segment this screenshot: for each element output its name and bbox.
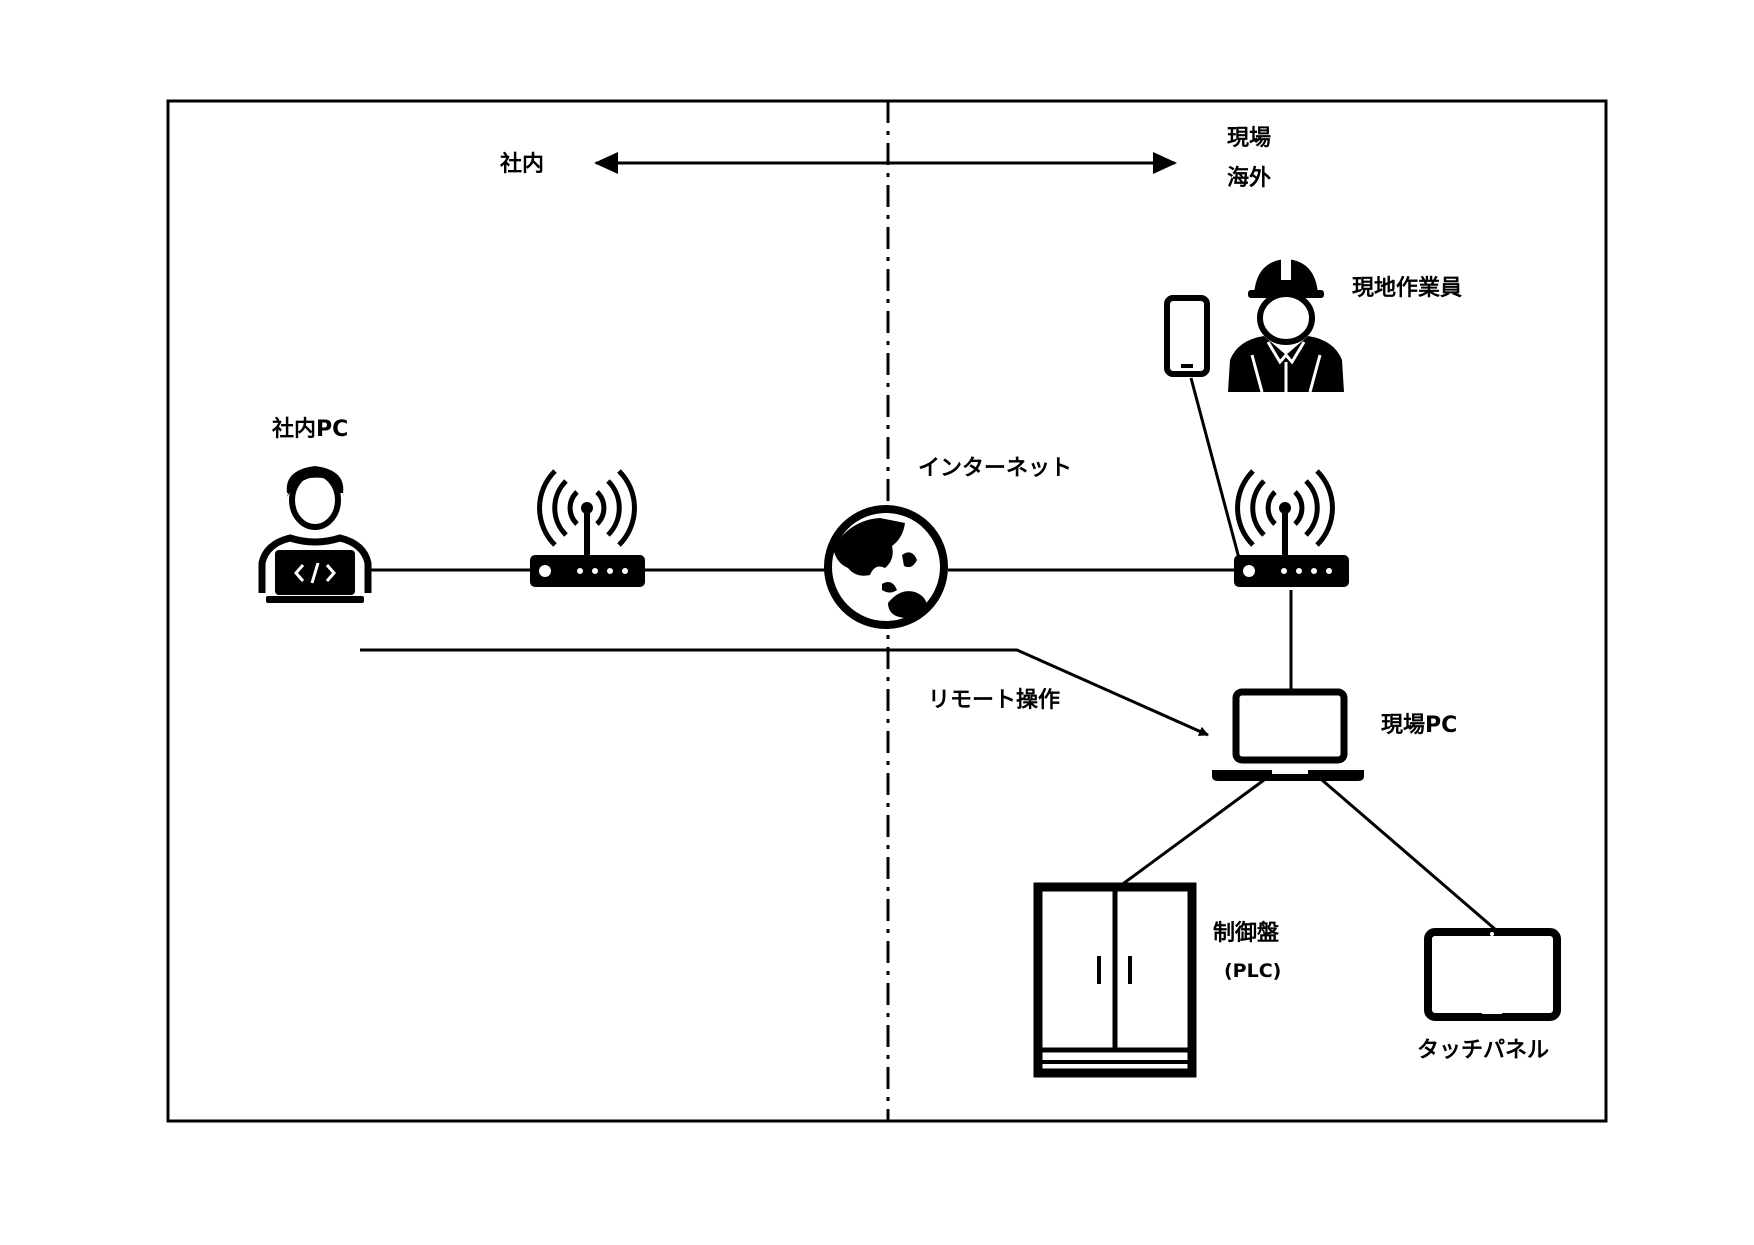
globe-icon (824, 505, 948, 629)
label-overseas: 海外 (1227, 166, 1272, 191)
label-remote-operation: リモート操作 (928, 688, 1061, 713)
label-office-pc: 社内PC (272, 417, 349, 442)
tablet-icon (1424, 928, 1561, 1021)
label-control-panel: 制御盤 (1213, 921, 1280, 946)
link-phone-router (1189, 377, 1242, 563)
label-company-side: 社内 (500, 152, 545, 177)
arrowhead-left (594, 152, 618, 174)
worker-hardhat-icon (1228, 258, 1344, 395)
link-site-pc-touch (1321, 778, 1497, 932)
label-site: 現場 (1227, 126, 1272, 151)
office-router-icon (530, 469, 645, 587)
arrowhead-right (1153, 152, 1177, 174)
link-site-pc-panel (1119, 778, 1265, 888)
label-site-pc: 現場PC (1381, 713, 1458, 738)
remote-operation-path (360, 648, 1209, 737)
site-router-icon (1234, 469, 1349, 587)
label-field-worker: 現地作業員 (1352, 276, 1463, 301)
developer-laptop-icon (258, 466, 372, 603)
label-touch-panel: タッチパネル (1417, 1038, 1550, 1063)
smartphone-icon (1164, 295, 1210, 377)
label-internet: インターネット (918, 456, 1073, 481)
cabinet-icon (1033, 882, 1197, 1078)
label-plc: (PLC) (1224, 960, 1282, 982)
laptop-icon (1212, 688, 1364, 781)
